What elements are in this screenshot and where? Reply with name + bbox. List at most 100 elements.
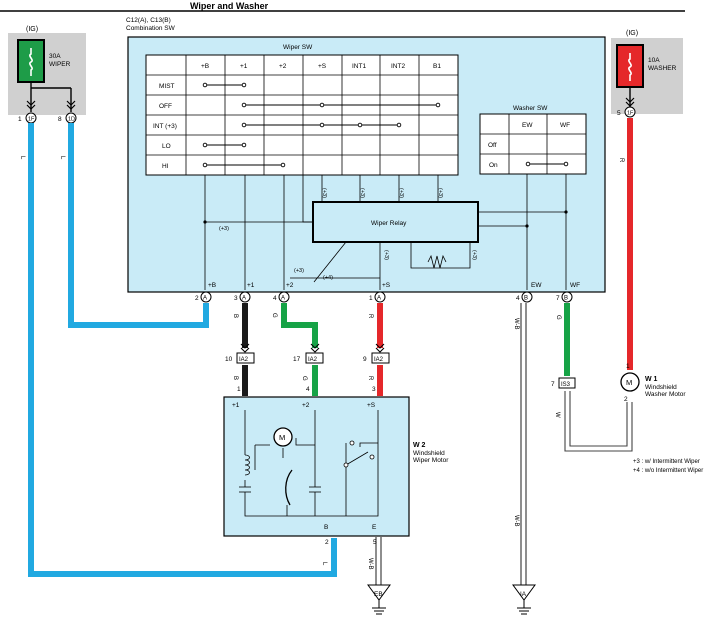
pin-conn-1: A bbox=[203, 296, 207, 302]
pin-num-3: 4 bbox=[273, 295, 277, 302]
junction-code-1: IA2 bbox=[239, 357, 249, 363]
combo-ref: C12(A), C13(B) bbox=[126, 17, 171, 24]
wiper-relay bbox=[312, 201, 479, 243]
junction-connectors: IA2 10 IA2 17 IA2 9 IS3 7 bbox=[225, 343, 576, 389]
motor-pin-4: 4 bbox=[306, 386, 310, 393]
pin-conn-3: A bbox=[281, 296, 285, 302]
wiper-col-2: +2 bbox=[279, 63, 287, 70]
ground-eb: EB bbox=[367, 584, 391, 615]
washer-col-wf: WF bbox=[560, 122, 570, 129]
legend-plus4: +4 : w/o Intermittent Wiper bbox=[633, 468, 703, 474]
ground-ia: IA bbox=[512, 584, 536, 615]
wiper-col-1: +1 bbox=[240, 63, 248, 70]
washer-col-ew: EW bbox=[522, 122, 533, 129]
wire-label-g1: G bbox=[271, 313, 277, 318]
wiper-row-hi: HI bbox=[162, 163, 169, 170]
combo-term-s: +S bbox=[382, 282, 391, 289]
fuse-wiper-code2: 1D bbox=[68, 117, 75, 123]
fuse-washer-pin bbox=[624, 106, 636, 118]
ground-ia-label: IA bbox=[520, 591, 527, 598]
wiper-col-s: +S bbox=[318, 63, 327, 70]
wiper-motor-pins: 1 4 3 2 5 bbox=[237, 386, 377, 546]
wiper-row-off: OFF bbox=[159, 103, 172, 110]
combo-internal-wiring bbox=[204, 174, 567, 290]
wiper-motor-symbol bbox=[273, 427, 293, 447]
wire-label-l-bottom: L bbox=[321, 562, 327, 566]
wiper-col-int2: INT2 bbox=[391, 63, 405, 70]
motor-term-b: B bbox=[324, 524, 328, 531]
pin-num-5: 4 bbox=[516, 295, 520, 302]
washer-sw-title: Washer SW bbox=[513, 105, 548, 112]
fuse-washer-name: WASHER bbox=[648, 65, 677, 72]
wire-label-wb-ia-lower: W-B bbox=[513, 515, 519, 527]
fuse-washer-rating: 10A bbox=[648, 57, 660, 64]
combo-name: Combination SW bbox=[126, 25, 176, 32]
junction-pin-4: 7 bbox=[551, 381, 555, 388]
motor-term-e: E bbox=[372, 524, 377, 531]
junction-code-2: IA2 bbox=[308, 357, 318, 363]
ig-label-right: (IG) bbox=[626, 30, 638, 37]
washer-motor-m: M bbox=[626, 378, 632, 387]
wiper-motor-ref: W 2 bbox=[413, 442, 426, 449]
motor-pin-2: 2 bbox=[325, 539, 329, 546]
wire-label-r-washer: R bbox=[618, 158, 624, 163]
combo-note-8: (+3) bbox=[383, 250, 389, 260]
fuse-washer-code: 1F bbox=[627, 111, 634, 117]
combo-term-2: +2 bbox=[286, 282, 294, 289]
wire-labels: L L B B G G R R W-B W-B G W R L W-B bbox=[19, 156, 624, 570]
junction-pin-3: 9 bbox=[363, 356, 367, 363]
washer-motor-pin-bottom: 2 bbox=[624, 396, 628, 403]
wire-label-g2: G bbox=[301, 376, 307, 381]
pin-conn-4: A bbox=[377, 296, 381, 302]
wire-wb-eb bbox=[375, 537, 382, 585]
pin-num-2: 3 bbox=[234, 295, 238, 302]
wiper-motor-internal bbox=[239, 410, 379, 517]
combo-term-wf: WF bbox=[570, 282, 580, 289]
wiper-motor-box bbox=[223, 396, 410, 537]
pin-conn-2: A bbox=[242, 296, 246, 302]
page-title: Wiper and Washer bbox=[190, 1, 269, 11]
combo-note-2: (+3) bbox=[359, 188, 365, 198]
ground-eb-label: EB bbox=[374, 591, 383, 598]
wire-label-wb-eb: W-B bbox=[367, 558, 373, 570]
combo-note-7: (+4) bbox=[323, 275, 333, 281]
motor-term-1: +1 bbox=[232, 402, 240, 409]
legend-plus3: +3 : w/ Intermittent Wiper bbox=[633, 459, 700, 465]
wiper-sw-connections bbox=[202, 82, 441, 168]
wire-label-w-washer: W bbox=[554, 412, 560, 418]
washer-motor-name1: Windshield bbox=[645, 384, 677, 391]
wire-blue-left bbox=[28, 123, 337, 577]
combo-note-5: (+3) bbox=[219, 226, 229, 232]
fuse-wiper-rating: 30A bbox=[49, 53, 61, 60]
pin-conn-5: B bbox=[524, 296, 528, 302]
junction-pin-2: 17 bbox=[293, 356, 301, 363]
combo-term-b: +B bbox=[208, 282, 216, 289]
wire-w-washer bbox=[564, 391, 633, 452]
wiper-col-b: +B bbox=[201, 63, 209, 70]
junction-code-3: IA2 bbox=[374, 357, 384, 363]
fuse-wiper-name: WIPER bbox=[49, 61, 71, 68]
combo-term-1: +1 bbox=[247, 282, 255, 289]
wire-label-r1: R bbox=[367, 314, 373, 319]
wire-label-wb-ia: W-B bbox=[513, 318, 519, 330]
wiper-row-int: INT (+3) bbox=[153, 123, 177, 130]
wiper-relay-label: Wiper Relay bbox=[371, 220, 407, 227]
fuse-wiper-pin2-num: 8 bbox=[58, 116, 62, 123]
wiper-motor-name2: Wiper Motor bbox=[413, 457, 449, 464]
junction-code-4: IS3 bbox=[561, 382, 571, 388]
wire-blue-mid bbox=[68, 123, 209, 328]
pin-num-1: 2 bbox=[195, 295, 199, 302]
combo-note-6: (+3) bbox=[294, 268, 304, 274]
washer-motor-symbol bbox=[620, 372, 640, 392]
wire-label-r2: R bbox=[367, 376, 373, 381]
combo-pins: A 2 A 3 A 4 A 1 B 4 B 7 bbox=[195, 291, 573, 303]
wiper-col-b1: B1 bbox=[433, 63, 441, 70]
motor-pin-3: 3 bbox=[372, 386, 376, 393]
wire-wb-ia bbox=[520, 303, 527, 585]
wire-label-g-wf: G bbox=[555, 315, 561, 320]
motor-term-s: +S bbox=[367, 402, 376, 409]
ig-label-left: (IG) bbox=[26, 26, 38, 33]
combo-note-9: (+3) bbox=[471, 250, 477, 260]
pin-num-6: 7 bbox=[556, 295, 560, 302]
